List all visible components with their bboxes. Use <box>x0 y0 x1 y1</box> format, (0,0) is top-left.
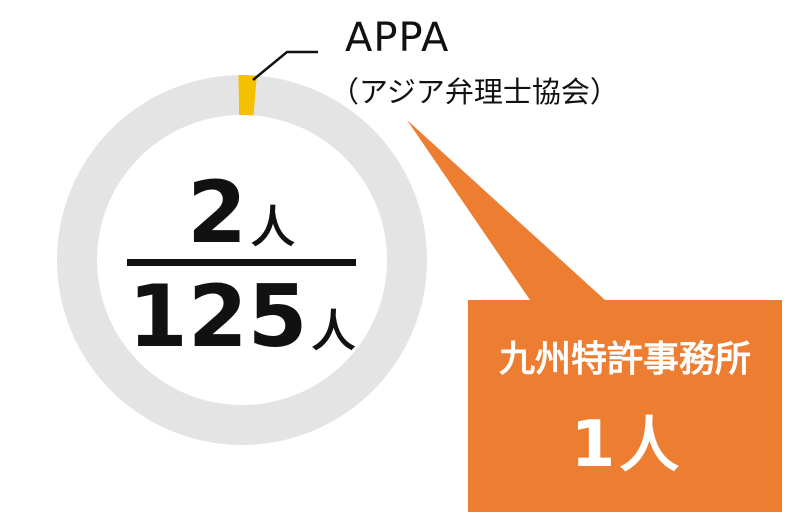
callout-tail <box>407 120 605 300</box>
callout-unit: 人 <box>619 411 680 481</box>
appa-label: APPA <box>345 15 450 61</box>
fraction-bar <box>127 259 356 266</box>
callout-title: 九州特許事務所 <box>498 339 751 380</box>
numerator-number: 2 <box>187 163 247 263</box>
appa-leader-line <box>252 50 318 81</box>
denominator-value: 125人 <box>128 272 356 362</box>
appa-full-name-label: （アジア弁理士協会） <box>330 75 619 109</box>
callout-number: 1 <box>570 408 616 482</box>
denominator-unit: 人 <box>311 306 356 357</box>
numerator-unit: 人 <box>250 202 295 253</box>
callout-box <box>468 300 782 512</box>
appa-slice <box>238 75 257 116</box>
numerator-value: 2人 <box>128 168 354 258</box>
callout-value: 1人 <box>468 410 782 481</box>
donut-ring-group <box>57 75 428 446</box>
denominator-number: 125 <box>128 267 308 367</box>
